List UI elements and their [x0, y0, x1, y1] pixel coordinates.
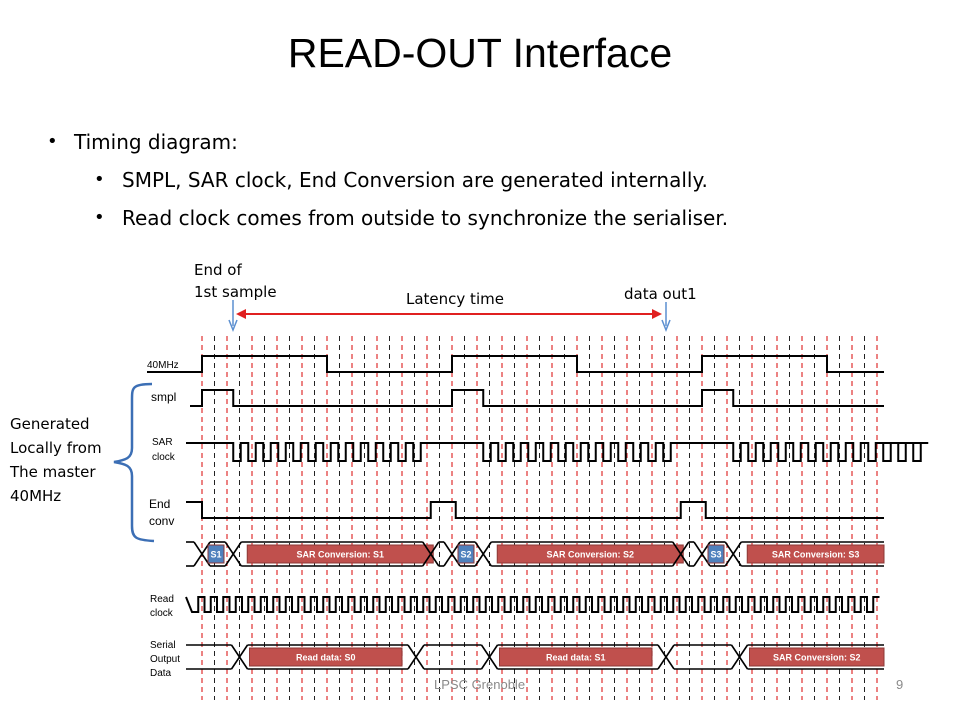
bus-transition	[730, 644, 749, 670]
note-line: Locally from	[10, 439, 102, 457]
bus-transition	[443, 541, 461, 567]
signal-label-serial-3: Data	[150, 668, 172, 679]
signal-label-sar-clock-2: clock	[152, 452, 176, 463]
grouping-brace	[113, 382, 155, 543]
waveform-sar-clock	[186, 442, 929, 462]
serial-output-bus: Read data: S0 Read data: S1 SAR Conversion…	[186, 644, 885, 670]
bus-transition	[480, 644, 499, 670]
note-line: 40MHz	[10, 487, 62, 505]
conversion-box-label: SAR Conversion: S3	[772, 550, 860, 560]
serial-data-box	[249, 647, 403, 667]
conversion-box-label: SAR Conversion: S2	[546, 550, 634, 560]
waveform-read-clock	[185, 596, 880, 613]
footer-institution: LPSC Grenoble	[434, 677, 526, 692]
bus-transition	[407, 644, 425, 670]
conversion-box-label: SAR Conversion: S1	[296, 550, 384, 560]
sample-box-label: S2	[460, 550, 471, 560]
end-of-sample-label: End of	[194, 261, 242, 279]
signal-label-end-conv: End	[149, 497, 170, 511]
signal-label-40mhz: 40MHz	[147, 360, 179, 371]
bullet-item: • Timing diagram:	[47, 128, 928, 156]
signal-label-end-conv-2: conv	[149, 514, 174, 528]
sample-box	[457, 544, 475, 564]
conversion-box	[496, 544, 684, 564]
sample-box	[707, 544, 725, 564]
bus-transition	[672, 541, 690, 567]
waveform-end-conv	[186, 501, 884, 519]
latency-label: Latency time	[406, 290, 504, 308]
page-title: READ-OUT Interface	[287, 30, 673, 76]
generated-locally-note: Generated Locally from The master 40MHz	[10, 412, 102, 508]
sub-bullet-item: • SMPL, SAR clock, End Conversion are gen…	[48, 166, 928, 194]
signal-label-serial: Serial	[150, 640, 176, 651]
bus-transition	[422, 541, 440, 567]
note-line: The master	[10, 463, 96, 481]
bus-transition	[224, 541, 242, 567]
note-line: Generated	[10, 415, 90, 433]
bullet-dot: •	[94, 207, 105, 228]
serial-data-box	[749, 647, 885, 667]
latency-arrow	[236, 309, 662, 319]
sub-bullet-item: • Read clock comes from outside to synchr…	[48, 204, 928, 232]
sample-box-label: S3	[710, 550, 721, 560]
data-out-marker	[661, 302, 671, 333]
waveform-40mhz	[147, 355, 884, 373]
conversion-box	[246, 544, 434, 564]
page-number: 9	[896, 677, 904, 692]
bus-transition	[474, 541, 492, 567]
bullet-text: Timing diagram:	[74, 130, 238, 154]
conversion-bus: S1 SAR Conversion: S1 S2 SAR Conversion: S2…	[186, 541, 885, 567]
bullet-list: • Timing diagram: • SMPL, SAR clock, End C…	[47, 128, 928, 242]
bullet-text: SMPL, SAR clock, End Conversion are gene…	[122, 168, 708, 192]
bus-transition	[193, 541, 211, 567]
sample-box	[207, 544, 225, 564]
timing-diagram: End of 1st sample Latency time data out1…	[113, 261, 929, 700]
serial-data-box-label: Read data: S1	[546, 653, 606, 663]
bullet-text: Read clock comes from outside to synchro…	[122, 206, 729, 230]
bullet-dot: •	[94, 169, 105, 190]
bus-transition	[657, 644, 675, 670]
signal-label-smpl: smpl	[151, 390, 176, 404]
bus-transition	[230, 644, 249, 670]
bus-transition	[693, 541, 711, 567]
serial-data-box	[499, 647, 653, 667]
signal-label-serial-2: Output	[150, 654, 180, 665]
data-out-label: data out1	[624, 285, 697, 303]
serial-data-box-label: SAR Conversion: S2	[773, 653, 861, 663]
sample-box-label: S1	[210, 550, 221, 560]
conversion-box	[746, 544, 885, 564]
bullet-dot: •	[47, 131, 58, 152]
end-of-sample-marker	[228, 300, 238, 333]
serial-data-box-label: Read data: S0	[296, 653, 356, 663]
signal-label-sar-clock: SAR	[152, 437, 173, 448]
bus-transition	[724, 541, 742, 567]
end-of-sample-label-2: 1st sample	[194, 283, 277, 301]
waveform-smpl	[190, 389, 884, 407]
signal-label-read-clock-2: clock	[150, 608, 174, 619]
signal-label-read-clock: Read	[150, 594, 174, 605]
